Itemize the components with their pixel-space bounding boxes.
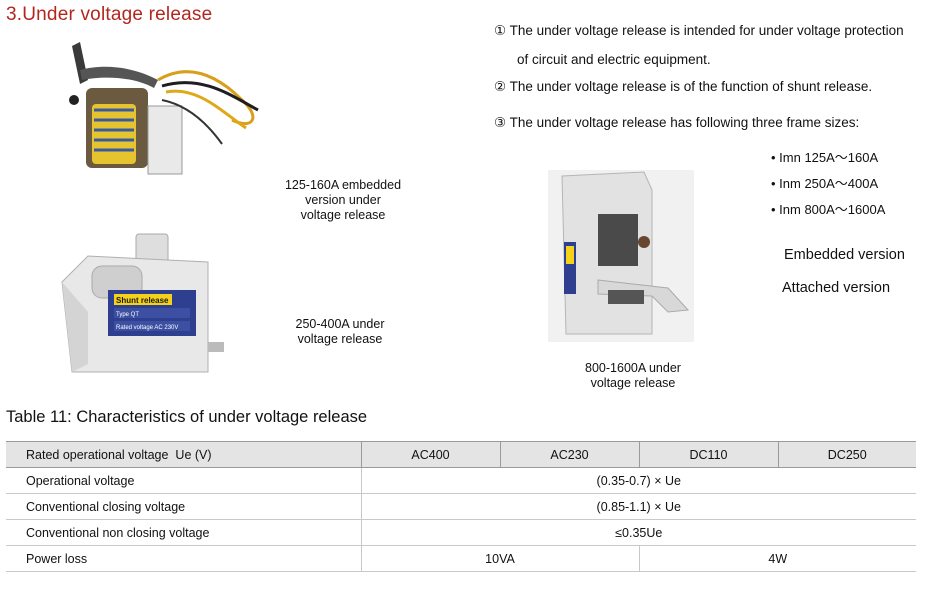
characteristics-table: Rated operational voltage Ue (V) AC400 A… [6, 441, 916, 572]
column-header: AC230 [499, 441, 639, 468]
note-1: ① The under voltage release is intended … [494, 23, 904, 38]
large-release-image [548, 170, 694, 342]
note-3: ③ The under voltage release has followin… [494, 115, 860, 130]
row-value: ≤0.35Ue [360, 519, 916, 546]
shunt-label-text: Shunt release [116, 296, 169, 305]
header-label: Rated operational voltage [26, 447, 169, 462]
row-label: Operational voltage [6, 467, 361, 494]
frame-size-1: • Imn 125A～160A [771, 150, 879, 165]
table-title: Table 11: Characteristics of under volta… [6, 408, 368, 426]
caption-line: voltage release [300, 208, 386, 222]
row-label: Conventional closing voltage [6, 493, 361, 520]
rated-label-text: Rated voltage AC 230V [116, 325, 178, 331]
row-value-dc: 4W [638, 545, 916, 572]
column-header: AC400 [360, 441, 500, 468]
frame-size-3: • Inm 800A～1600A [771, 202, 886, 217]
header-label-cell: Rated operational voltage Ue (V) [6, 441, 361, 468]
table-header-row: Rated operational voltage Ue (V) AC400 A… [6, 441, 916, 468]
caption-line: 250-400A under [295, 317, 385, 331]
row-value: (0.85-1.1) × Ue [360, 493, 916, 520]
small-release-caption: 125-160A embedded version under voltage … [272, 178, 414, 223]
table-row: Conventional closing voltage (0.85-1.1) … [6, 493, 916, 520]
row-value-ac: 10VA [360, 545, 639, 572]
table-row: Power loss 10VA 4W [6, 545, 916, 572]
type-label-text: Type QT [116, 312, 139, 318]
column-header: DC250 [777, 441, 916, 468]
attached-version-label: Attached version [782, 280, 891, 296]
row-label: Power loss [6, 545, 361, 572]
header-unit: Ue (V) [175, 447, 212, 462]
small-release-image [69, 42, 259, 175]
caption-line: version under [305, 193, 381, 207]
caption-line: 800-1600A under [585, 361, 681, 375]
table-row: Conventional non closing voltage ≤0.35Ue [6, 519, 916, 546]
medium-release-image: Shunt release Type QT Rated voltage AC 2… [61, 233, 224, 373]
large-release-caption: 800-1600A under voltage release [566, 361, 700, 391]
row-label: Conventional non closing voltage [6, 519, 361, 546]
caption-line: 125-160A embedded [284, 178, 402, 192]
note-2: ② The under voltage release is of the fu… [494, 79, 873, 94]
row-value: (0.35-0.7) × Ue [360, 467, 916, 494]
note-1-continued: of circuit and electric equipment. [517, 52, 711, 67]
caption-line: voltage release [297, 332, 383, 346]
column-header: DC110 [638, 441, 778, 468]
medium-release-caption: 250-400A under voltage release [274, 317, 406, 347]
embedded-version-label: Embedded version [784, 247, 905, 263]
caption-line: voltage release [590, 376, 676, 390]
frame-size-2: • Inm 250A～400A [771, 176, 879, 191]
section-title: 3.Under voltage release [6, 4, 213, 25]
table-row: Operational voltage (0.35-0.7) × Ue [6, 467, 916, 494]
